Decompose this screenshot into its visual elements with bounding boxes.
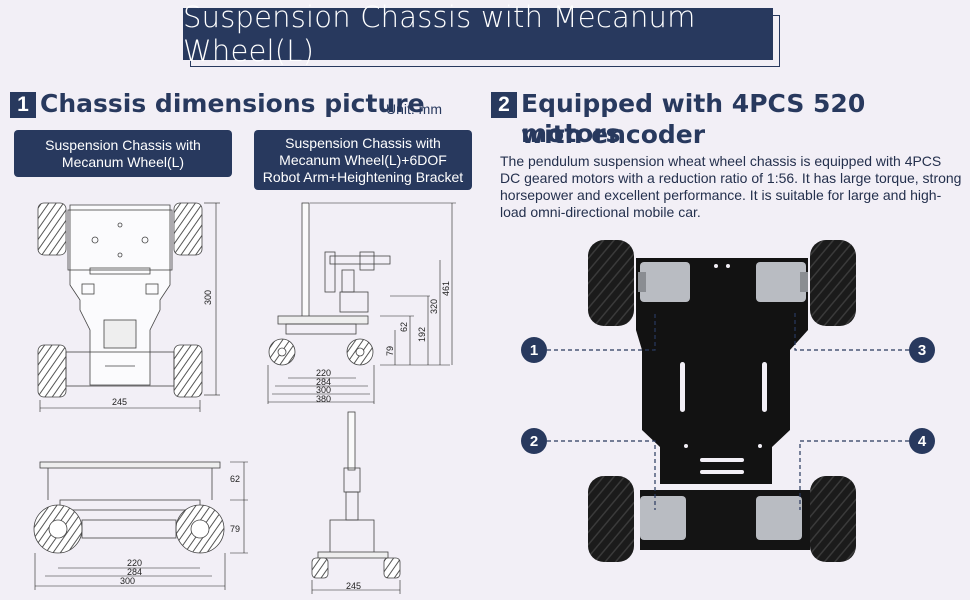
side-dimension-lines [267, 202, 456, 404]
dim-side-300: 300 [316, 385, 331, 395]
top-wheel-rr [173, 344, 203, 398]
dim-side-192: 192 [417, 327, 427, 342]
dim-side-79: 79 [385, 346, 395, 356]
mecanum-wheel-rl [588, 476, 634, 562]
top-dimension-lines [39, 202, 220, 412]
dim-side-380: 380 [316, 394, 331, 404]
dim-side-220: 220 [316, 368, 331, 378]
arm-front-view-drawing [311, 411, 401, 579]
motor-front-left [640, 262, 690, 302]
callout-motor-1: 1 [521, 337, 547, 363]
section-1-number: 1 [10, 92, 36, 118]
section-1-title: Chassis dimensions picture [40, 89, 425, 118]
top-wheel-fl [37, 202, 67, 256]
dim-front-284: 284 [127, 567, 142, 577]
arm-front-dimension-lines [311, 580, 401, 594]
dim-arm-front-245: 245 [346, 581, 361, 591]
arm-label-line3: Robot Arm+Heightening Bracket [262, 168, 464, 185]
section-2-title-line1: Equipped with 4PCS 520 motors [521, 89, 866, 148]
callout-motor-4: 4 [909, 428, 935, 454]
dim-front-62: 62 [230, 474, 240, 484]
dim-top-length: 300 [203, 290, 213, 305]
arm-label-line2: Mecanum Wheel(L)+6DOF [279, 151, 447, 168]
motor-description: The pendulum suspension wheat wheel chas… [500, 153, 962, 220]
dim-front-79: 79 [230, 524, 240, 534]
chassis-photo [547, 240, 909, 562]
mecanum-wheel-rr [810, 476, 856, 562]
dim-top-width: 245 [112, 397, 127, 407]
front-dimension-lines [34, 461, 248, 590]
chassis-label-line1: Suspension Chassis with [45, 136, 201, 153]
dim-side-62: 62 [399, 322, 409, 332]
chassis-label-pill: Suspension Chassis with Mecanum Wheel(L) [14, 130, 232, 177]
mecanum-wheel-fr [810, 240, 856, 326]
top-wheel-rl [37, 344, 67, 398]
dim-side-461: 461 [441, 281, 451, 296]
front-view-drawing [33, 461, 225, 554]
section-2-number: 2 [491, 92, 517, 118]
callout-lines [547, 312, 909, 510]
motor-front-right [756, 262, 806, 302]
dim-side-320: 320 [429, 299, 439, 314]
callout-motor-3: 3 [909, 337, 935, 363]
motor-rear-right [756, 496, 802, 540]
arm-label-pill: Suspension Chassis with Mecanum Wheel(L)… [254, 130, 472, 190]
side-view-drawing [268, 202, 391, 366]
unit-label: Unit: mm [386, 101, 442, 117]
chassis-label-line2: Mecanum Wheel(L) [61, 153, 185, 170]
top-view-drawing [37, 202, 203, 398]
dim-side-284: 284 [316, 377, 331, 387]
callout-motor-2: 2 [521, 428, 547, 454]
dim-front-300: 300 [120, 576, 135, 586]
top-wheel-fr [173, 202, 203, 256]
dim-front-220: 220 [127, 558, 142, 568]
section-2-title-line2: with encoder [521, 120, 706, 149]
chassis-plate [636, 258, 808, 484]
mecanum-wheel-fl [588, 240, 634, 326]
arm-label-line1: Suspension Chassis with [285, 134, 441, 151]
motor-rear-left [640, 496, 686, 540]
